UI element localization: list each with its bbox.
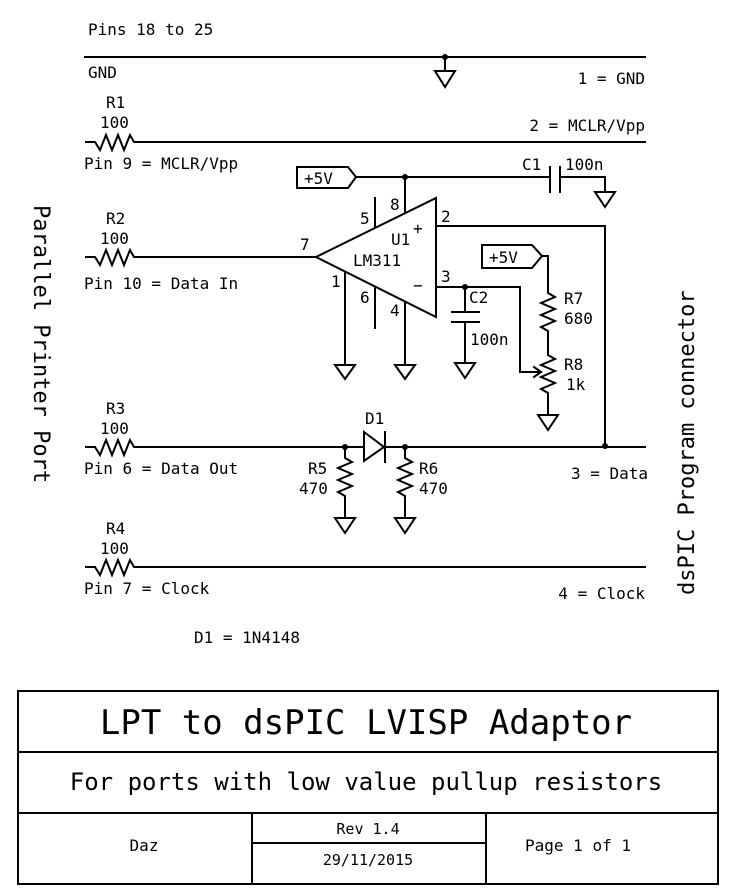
c1-ref: C1 — [522, 155, 541, 174]
lpt-pin-6-label: Pin 6 = Data Out — [84, 459, 238, 478]
r2-value: 100 — [100, 229, 129, 248]
ground-symbol-icon — [393, 517, 417, 535]
r1-resistor — [85, 132, 646, 153]
r3-ref: R3 — [106, 399, 125, 418]
ground-symbol-icon — [333, 517, 357, 535]
u1-pin-5: 5 — [360, 209, 370, 228]
r6-resistor — [393, 444, 417, 535]
ground-symbol-icon — [433, 70, 457, 89]
title-block-subtitle: For ports with low value pullup resistor… — [70, 768, 662, 796]
title-block-page: Page 1 of 1 — [525, 836, 631, 855]
r3-resistor — [85, 437, 365, 458]
gnd-rail — [84, 54, 646, 89]
r2-ref: R2 — [106, 209, 125, 228]
diode-note: D1 = 1N4148 — [194, 628, 300, 647]
d1-diode — [363, 430, 646, 463]
connector-pin-2-label: 2 = MCLR/Vpp — [529, 116, 645, 135]
r6-value: 470 — [419, 479, 448, 498]
lpt-pin-10-label: Pin 10 = Data In — [84, 274, 238, 293]
ground-symbol-icon — [536, 414, 560, 432]
r1-value: 100 — [100, 113, 129, 132]
r7-value: 680 — [564, 309, 593, 328]
gnd-label: GND — [88, 63, 117, 82]
supply-flag-1 — [296, 166, 358, 189]
u1-pin-8: 8 — [390, 195, 400, 214]
r8-potentiometer — [519, 286, 560, 432]
r4-ref: R4 — [106, 519, 125, 538]
r7-resistor — [538, 255, 558, 356]
title-block — [17, 690, 719, 885]
c1-value: 100n — [565, 155, 604, 174]
d1-ref: D1 — [365, 409, 384, 428]
title-block-author: Daz — [130, 836, 159, 855]
r4-resistor — [85, 557, 646, 578]
ground-symbol-icon — [393, 364, 417, 381]
ground-symbol-icon — [453, 362, 477, 380]
lpt-pin-7-label: Pin 7 = Clock — [84, 579, 210, 598]
r5-resistor — [333, 444, 357, 535]
title-block-title: LPT to dsPIC LVISP Adaptor — [100, 703, 632, 743]
title-block-revision: Rev 1.4 — [336, 820, 399, 838]
r1-ref: R1 — [106, 93, 125, 112]
u1-plus: + — [413, 219, 423, 238]
u1-pin-7: 7 — [300, 235, 310, 254]
lpt-pin-9-label: Pin 9 = MCLR/Vpp — [84, 154, 238, 173]
supply-flag-2-label: +5V — [489, 248, 518, 267]
c1-capacitor — [549, 166, 617, 209]
supply-flag-1-label: +5V — [304, 169, 333, 188]
u1-pin-3: 3 — [441, 267, 451, 286]
u1-comparator — [313, 196, 606, 447]
ground-symbol-icon — [333, 364, 357, 381]
c2-value: 100n — [470, 330, 509, 349]
u1-part: LM311 — [353, 251, 401, 270]
r8-ref: R8 — [564, 355, 583, 374]
u1-pin-6: 6 — [360, 288, 370, 307]
r8-value: 1k — [566, 375, 586, 394]
left-title: Parallel Printer Port — [28, 205, 53, 483]
u1-minus: − — [413, 276, 423, 295]
c2-ref: C2 — [469, 288, 488, 307]
c2-capacitor — [451, 284, 480, 380]
r4-value: 100 — [100, 539, 129, 558]
u1-pin-4: 4 — [390, 301, 400, 320]
u1-ref: U1 — [391, 230, 410, 249]
title-block-date: 29/11/2015 — [323, 851, 413, 869]
r7-ref: R7 — [564, 289, 583, 308]
r2-resistor — [85, 247, 317, 268]
u1-pin-2: 2 — [441, 207, 451, 226]
pins-note: Pins 18 to 25 — [88, 20, 213, 39]
ground-symbol-icon — [593, 191, 617, 209]
r3-value: 100 — [100, 419, 129, 438]
connector-pin-4-label: 4 = Clock — [558, 584, 645, 603]
connector-pin-1-label: 1 = GND — [578, 69, 645, 88]
right-title: dsPIC Program connector — [675, 290, 700, 595]
r5-ref: R5 — [308, 459, 327, 478]
r5-value: 470 — [299, 479, 328, 498]
r6-ref: R6 — [419, 459, 438, 478]
connector-pin-3-label: 3 = Data — [571, 464, 648, 483]
supply-flag-2 — [481, 244, 544, 269]
u1-pin-1: 1 — [331, 272, 341, 291]
